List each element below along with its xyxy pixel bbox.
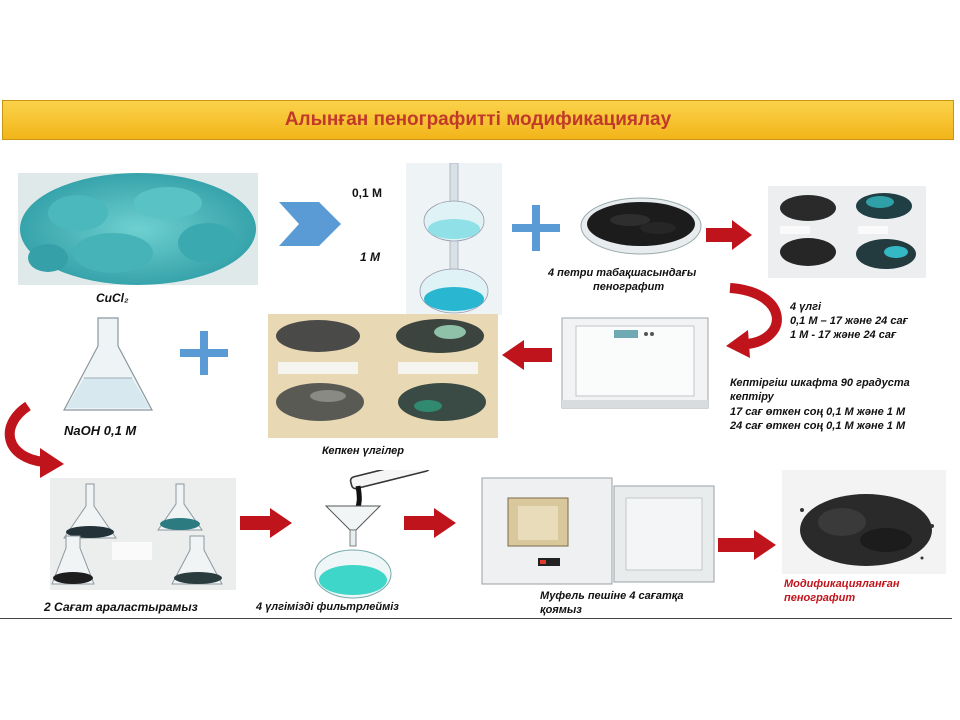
cucl2-label: CuCl₂ bbox=[96, 291, 129, 305]
petri-label-line1: 4 петри табақшасындағы bbox=[548, 267, 697, 279]
oven-label-line4: 24 сағ өткен соң 0,1 М және 1 М bbox=[730, 420, 906, 432]
stirring-flasks-photo bbox=[50, 478, 236, 590]
modified-label-line2: пенографит bbox=[784, 592, 856, 604]
filter-label: 4 үлгімізді фильтрлейміз bbox=[256, 601, 399, 613]
muffle-furnace-photo bbox=[478, 472, 718, 588]
red-arrow-right bbox=[240, 508, 292, 538]
red-curved-arrow-down bbox=[2, 402, 66, 480]
blue-chevron-arrow bbox=[279, 202, 341, 246]
bottom-divider bbox=[0, 618, 952, 619]
petri-label-line2: пенографит bbox=[593, 281, 665, 293]
samples-label-line1: 4 үлгі bbox=[790, 301, 822, 313]
red-curved-arrow-down bbox=[718, 282, 788, 362]
page-title: Алынған пенографитті модификациялау bbox=[284, 109, 672, 130]
oven-label-line1: Кептіргіш шкафта 90 градуста bbox=[730, 377, 910, 389]
drying-oven-photo bbox=[558, 316, 712, 412]
muffle-label-line1: Муфель пешіне 4 сағатқа bbox=[540, 590, 684, 602]
dried-samples-photo bbox=[268, 314, 498, 438]
samples-label-line2: 0,1 М – 17 және 24 сағ bbox=[790, 315, 908, 327]
plus-icon bbox=[512, 205, 560, 251]
modified-label-line1: Модификацияланған bbox=[784, 578, 900, 590]
red-arrow-right bbox=[404, 508, 456, 538]
title-banner: Алынған пенографитті модификациялау bbox=[2, 100, 954, 140]
red-arrow-left bbox=[502, 340, 552, 370]
plus-icon bbox=[180, 331, 228, 375]
modified-graphite-photo bbox=[782, 470, 946, 574]
filtering-flask-illustration bbox=[298, 470, 438, 600]
red-arrow-right bbox=[718, 530, 776, 560]
red-arrow-right bbox=[706, 220, 752, 250]
muffle-label-line2: қоямыз bbox=[540, 604, 582, 616]
four-samples-photo bbox=[768, 186, 926, 278]
oven-label-line3: 17 сағ өткен соң 0,1 М және 1 М bbox=[730, 406, 906, 418]
stir-label: 2 Сағат араластырамыз bbox=[44, 600, 198, 614]
cucl2-photo bbox=[18, 173, 258, 285]
volumetric-flasks-photo bbox=[406, 163, 502, 315]
concentration-1m-label: 1 М bbox=[360, 250, 381, 264]
erlenmeyer-flask-photo bbox=[60, 316, 156, 414]
concentration-01m-label: 0,1 М bbox=[352, 186, 383, 200]
oven-label-line2: кептіру bbox=[730, 391, 774, 403]
samples-label-line3: 1 М - 17 және 24 сағ bbox=[790, 329, 897, 341]
naoh-label: NaOH 0,1 М bbox=[64, 423, 137, 438]
dried-samples-label: Кепкен үлгілер bbox=[322, 445, 404, 457]
petri-dish-graphite-photo bbox=[580, 192, 702, 256]
